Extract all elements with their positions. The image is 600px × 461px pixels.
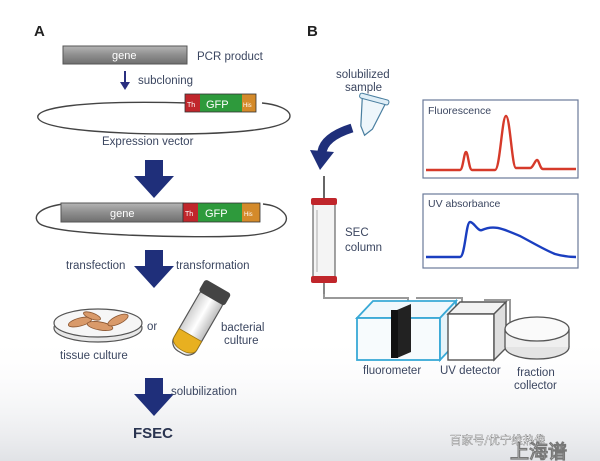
th-label-vector: Th	[187, 102, 195, 109]
flow-arrow-1	[134, 160, 174, 198]
gfp-tag-vector	[200, 94, 242, 112]
his-label-vector: His	[243, 103, 252, 109]
flow-arrow-2	[134, 250, 174, 288]
fluorescence-plot: Fluorescence	[422, 99, 579, 179]
gene-label-top: gene	[112, 50, 136, 62]
sec-column-label-1: SEC	[345, 227, 369, 239]
fluorescence-title: Fluorescence	[428, 105, 491, 117]
bacterial-culture-label-2: culture	[224, 335, 259, 347]
construct-vector: gene Th GFP His	[35, 202, 288, 238]
fraction-collector-label-2: collector	[514, 380, 557, 392]
flow-arrow-3	[134, 378, 174, 416]
solubilization-label: solubilization	[171, 386, 237, 398]
bacterial-culture-tube	[172, 280, 231, 356]
his-label-construct: His	[244, 212, 253, 218]
th-tag-vector	[185, 94, 200, 112]
subcloning-arrow	[120, 71, 130, 90]
solubilized-label-2: sample	[345, 82, 382, 94]
bacterial-culture-label-1: bacterial	[221, 322, 264, 334]
fraction-collector-device	[504, 316, 570, 360]
his-tag-construct	[242, 203, 260, 222]
uv-absorbance-plot: UV absorbance	[422, 193, 579, 269]
watermark: 百家号/优宁维热像 上海谱	[450, 433, 567, 461]
sec-column-label-2: column	[345, 242, 382, 254]
fraction-collector-label-1: fraction	[517, 367, 555, 379]
pour-arrow	[310, 123, 354, 170]
panel-label-b: B	[307, 23, 318, 40]
watermark-text: 百家号/优宁维热像	[450, 433, 546, 447]
gfp-label-construct: GFP	[205, 208, 228, 220]
solubilized-label-1: solubilized	[336, 69, 390, 81]
tissue-culture-dish	[53, 308, 143, 343]
pcr-product-gene: gene	[62, 45, 188, 65]
pcr-product-label: PCR product	[197, 51, 264, 63]
his-tag-vector	[242, 94, 256, 112]
fluorometer-device	[354, 298, 459, 363]
fsec-label: FSEC	[133, 425, 173, 442]
watermark-brand: 上海谱	[510, 440, 567, 461]
gfp-label-vector: GFP	[206, 99, 229, 111]
sec-column	[311, 176, 337, 294]
th-label-construct: Th	[185, 211, 193, 218]
subcloning-label: subcloning	[138, 75, 193, 87]
or-label: or	[147, 321, 157, 333]
fluorometer-label: fluorometer	[363, 365, 421, 377]
gfp-tag-construct	[198, 203, 242, 222]
uv-absorbance-title: UV absorbance	[428, 198, 501, 210]
transfection-label: transfection	[66, 260, 125, 272]
bottom-shade	[0, 335, 600, 461]
transformation-label: transformation	[176, 260, 250, 272]
uv-detector-label: UV detector	[440, 365, 501, 377]
panel-label-a: A	[34, 23, 45, 40]
uv-detector-device	[446, 300, 508, 362]
tissue-culture-label: tissue culture	[60, 350, 128, 362]
expression-vector: Th GFP His	[37, 93, 291, 135]
sample-microtube	[359, 92, 390, 137]
gene-label-construct: gene	[110, 208, 134, 220]
th-tag-construct	[183, 203, 198, 222]
expression-vector-label: Expression vector	[102, 136, 194, 148]
